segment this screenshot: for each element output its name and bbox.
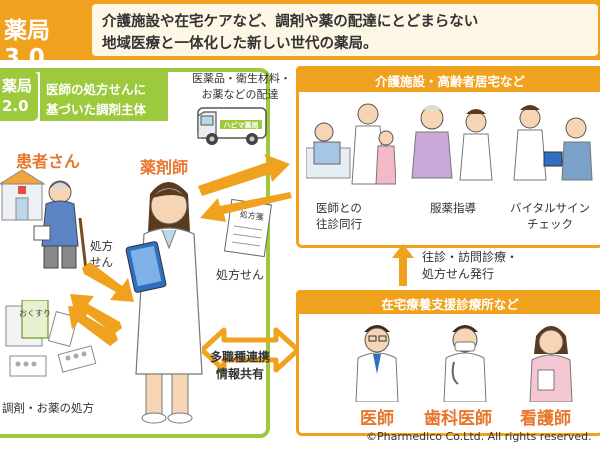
arrow-up-icon	[392, 244, 414, 286]
pharmacy20-desc-line-1: 医師の処方せんに	[46, 82, 147, 97]
care-facility-header: 介護施設・高齢者居宅など	[296, 66, 600, 92]
arrow-pharmacist-to-patient-icon	[70, 294, 122, 334]
delivery-label-line-2: お薬などの配達	[201, 88, 279, 101]
patient-label: 患者さん	[16, 152, 81, 171]
collaboration-label: 多職種連携 情報共有	[210, 348, 270, 382]
arrow-to-care-icon	[198, 154, 290, 196]
prescription-arrow-line-2: せん	[90, 255, 113, 269]
care-item-visit: 医師との 往診同行	[316, 200, 362, 232]
pharmacy20-tag-line-2: 2.0	[2, 97, 29, 115]
arrow-to-dispensing-icon	[68, 306, 118, 346]
patient-illustration	[0, 169, 88, 271]
doctor-label: 医師	[360, 409, 394, 429]
collaboration-arrow-icon	[202, 327, 298, 373]
clinic-header: 在宅療養支援診療所など	[296, 290, 600, 314]
prescription-arrow-line-1: 処方	[90, 239, 113, 253]
care-facility-title: 介護施設・高齢者居宅など	[374, 74, 525, 89]
care-scene-visit-illustration	[306, 103, 396, 185]
page-title: 薬局3.0	[4, 18, 50, 71]
title-box: 薬局3.0	[0, 0, 84, 71]
pharmacy20-description: 医師の処方せんに 基づいた調剤主体	[40, 71, 168, 121]
header-description: 介護施設や在宅ケアなど、調剤や薬の配達にとどまらない 地域医療と一体化した新しい…	[92, 4, 598, 56]
care-item-vitals: バイタルサイン チェック	[510, 200, 590, 232]
pharmacy20-desc-line-2: 基づいた調剤主体	[46, 102, 147, 117]
visit-label-line-2: 処方せん発行	[422, 267, 495, 281]
collaboration-line-2: 情報共有	[216, 367, 265, 381]
van-name: ハピマ薬局	[224, 121, 259, 130]
collaboration-line-1: 多職種連携	[210, 350, 271, 364]
dispensing-illustration: おくすり	[5, 300, 97, 377]
clinic-title: 在宅療養支援診療所など	[381, 297, 519, 312]
prescription-document-icon: 処方箋	[224, 198, 272, 258]
delivery-label: 医薬品・衛生材料・ お薬などの配達	[192, 70, 291, 102]
care-item-vitals-line-2: チェック	[527, 217, 574, 231]
arrow-patient-to-pharmacist-icon	[82, 262, 134, 302]
header-line-2: 地域医療と一体化した新しい世代の薬局。	[102, 36, 378, 52]
pharmacy20-tag: 薬局 2.0	[0, 71, 38, 121]
prescription-document-text: 処方箋	[239, 209, 264, 222]
care-item-vitals-line-1: バイタルサイン	[510, 201, 591, 215]
dentist-label: 歯科医師	[424, 409, 492, 429]
care-item-medication: 服薬指導	[430, 201, 476, 215]
pharmacy20-tag-line-1: 薬局	[2, 77, 33, 95]
arrow-from-care-icon	[200, 192, 292, 222]
dentist-illustration	[443, 325, 487, 402]
delivery-van-icon: ハピマ薬局	[197, 107, 267, 145]
copyright-text: ©Pharmedico Co.Ltd. All rights reserved.	[366, 430, 592, 443]
dispensing-label: 調剤・お薬の処方	[2, 401, 94, 415]
doctor-illustration	[355, 325, 399, 402]
delivery-label-line-1: 医薬品・衛生材料・	[192, 72, 291, 85]
kusuri-bag-text: おくすり	[19, 309, 51, 318]
care-scene-vitals-illustration	[513, 105, 593, 181]
care-item-visit-line-2: 往診同行	[316, 217, 362, 231]
visit-label: 往診・訪問診療・ 処方せん発行	[422, 248, 518, 282]
pharmacist-illustration	[125, 182, 203, 424]
care-scene-medication-illustration	[411, 105, 493, 181]
nurse-illustration	[529, 326, 573, 402]
nurse-label: 看護師	[520, 409, 571, 429]
prescription-label: 処方せん	[216, 268, 265, 282]
prescription-arrow-label: 処方 せん	[90, 238, 113, 270]
care-item-visit-line-1: 医師との	[316, 201, 362, 215]
header-line-1: 介護施設や在宅ケアなど、調剤や薬の配達にとどまらない	[102, 14, 479, 30]
visit-label-line-1: 往診・訪問診療・	[422, 250, 519, 264]
pharmacist-label: 薬剤師	[140, 158, 189, 177]
